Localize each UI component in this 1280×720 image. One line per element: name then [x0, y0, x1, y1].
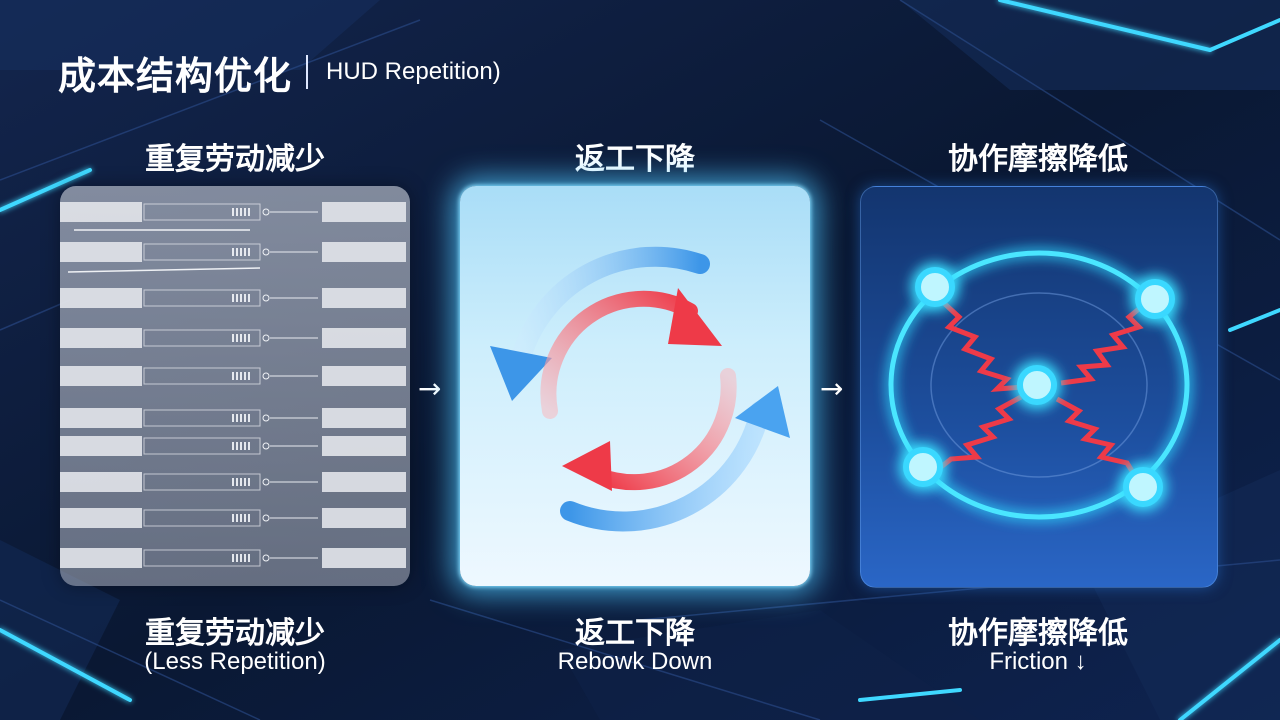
subcaption-rework-down: Rebowk Down	[557, 648, 713, 675]
connector-arrow-2: →	[820, 372, 844, 405]
panel-friction	[860, 186, 1218, 588]
panel-rework	[460, 186, 810, 586]
network-friction-icon	[886, 248, 1192, 522]
subcaption-less-repetition: (Less Repetition)	[144, 648, 326, 675]
heading-friction-down: 协作摩擦降低	[948, 142, 1128, 177]
caption-less-repetition: 重复劳动减少	[145, 616, 325, 651]
caption-rework-down: 返工下降	[575, 616, 695, 651]
subcaption-friction-down: Friction ↓	[989, 648, 1087, 675]
panel-repetition	[60, 186, 410, 586]
title-row: 成本结构优化 HUD Repetition)	[58, 48, 501, 98]
connector-arrow-1: →	[418, 372, 442, 405]
title-divider	[306, 55, 309, 89]
cycle-arrows-icon	[490, 246, 790, 532]
heading-rework-down: 返工下降	[575, 142, 695, 177]
page-subtitle: HUD Repetition)	[326, 58, 501, 85]
heading-less-repetition: 重复劳动减少	[145, 142, 325, 177]
repeated-rows-graphic	[60, 202, 406, 568]
page-title: 成本结构优化	[58, 53, 293, 98]
caption-friction-down: 协作摩擦降低	[948, 616, 1128, 651]
